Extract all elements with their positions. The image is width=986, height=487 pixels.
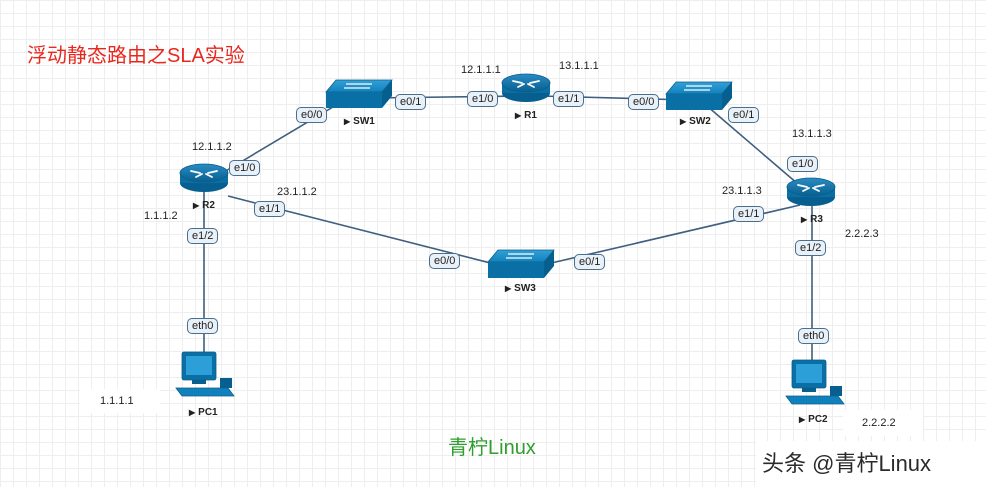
ip-r2-e1-1: 23.1.1.2 [277,186,317,198]
attribution-text: 头条 @青柠Linux [762,451,932,476]
port-r2-e1-2: e1/2 [187,228,219,244]
port-r3-e1-2: e1/2 [795,240,827,256]
switch-sw3-icon[interactable] [487,249,555,278]
device-label-sw1: ▶SW1 [344,116,375,127]
device-label-r3: ▶R3 [801,214,823,225]
port-r3-e1-1: e1/1 [733,206,765,222]
ip-pc2: 2.2.2.2 [862,417,896,429]
link-sw2-r3 [699,99,806,191]
port-pc2-eth0: eth0 [798,328,830,344]
ip-r1-e1-1: 13.1.1.1 [559,60,599,72]
arrow-icon: ▶ [189,408,196,417]
port-sw2-e0-0: e0/0 [628,94,660,110]
port-sw1-e0-0: e0/0 [296,107,328,123]
arrow-icon: ▶ [680,117,687,126]
ip-r1-e1-0: 12.1.1.1 [461,64,501,76]
device-label-pc2: ▶PC2 [799,414,828,425]
arrow-icon: ▶ [801,215,808,224]
ip-r3-e1-0: 13.1.1.3 [792,128,832,140]
device-label-sw2: ▶SW2 [680,116,711,127]
device-label-r2: ▶R2 [193,200,215,211]
pc-pc1-icon[interactable] [175,351,235,397]
port-r2-e1-1: e1/1 [254,201,286,217]
router-r1-icon[interactable] [501,73,551,102]
white-patch-pc1 [80,389,160,413]
port-sw3-e0-1: e0/1 [574,254,606,270]
port-r2-e1-0: e1/0 [229,160,261,176]
router-r2-icon[interactable] [179,163,229,192]
watermark-text: 青柠Linux [448,437,536,459]
arrow-icon: ▶ [799,415,806,424]
ip-r2-e1-0: 12.1.1.2 [192,141,232,153]
switch-sw1-icon[interactable] [325,79,393,108]
ip-r2-e1-2: 1.1.1.2 [144,210,178,222]
port-r3-e1-0: e1/0 [787,156,819,172]
diagram-title: 浮动静态路由之SLA实验 [27,45,245,67]
switch-sw2-icon[interactable] [665,81,733,110]
white-patch-pc2 [843,410,923,436]
arrow-icon: ▶ [344,117,351,126]
pc-pc2-icon[interactable] [785,359,845,405]
arrow-icon: ▶ [515,111,522,120]
router-r3-icon[interactable] [786,177,836,206]
port-sw3-e0-0: e0/0 [429,253,461,269]
port-r1-e1-1: e1/1 [553,91,585,107]
arrow-icon: ▶ [505,284,512,293]
device-label-sw3: ▶SW3 [505,283,536,294]
port-sw1-e0-1: e0/1 [395,94,427,110]
links [203,95,813,366]
device-label-r1: ▶R1 [515,110,537,121]
white-patch-attribution [756,441,986,487]
ip-r3-e1-1: 23.1.1.3 [722,185,762,197]
port-pc1-eth0: eth0 [187,318,219,334]
port-sw2-e0-1: e0/1 [728,107,760,123]
arrow-icon: ▶ [193,201,200,210]
port-r1-e1-0: e1/0 [467,91,499,107]
ip-pc1: 1.1.1.1 [100,395,134,407]
ip-r3-e1-2: 2.2.2.3 [845,228,879,240]
device-label-pc1: ▶PC1 [189,407,218,418]
